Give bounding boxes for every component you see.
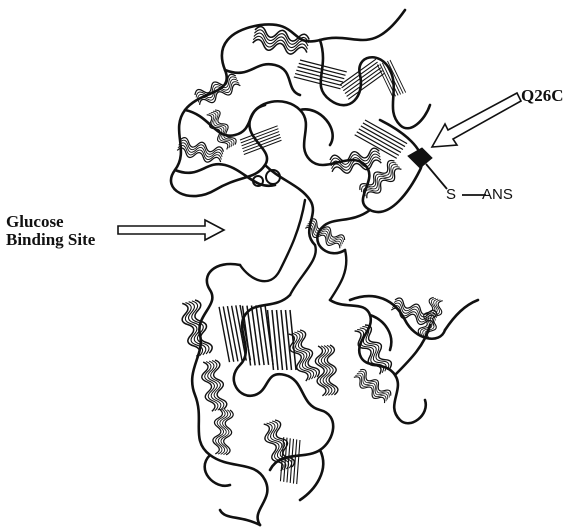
glucose-label-line1: Glucose — [6, 213, 95, 231]
ans-label: ANS — [482, 186, 513, 203]
hinge-linker — [240, 200, 346, 300]
glucose-label-line2: Binding Site — [6, 231, 95, 249]
upper-domain-texture — [176, 26, 407, 251]
s-ans-label: S ANS — [446, 187, 513, 203]
lower-domain-texture — [178, 296, 446, 484]
q26c-arrow — [432, 93, 521, 147]
glucose-binding-site-label: Glucose Binding Site — [6, 213, 95, 249]
q26c-label: Q26C — [521, 87, 564, 105]
glucose-site-arrow — [118, 220, 224, 240]
sulfur-label: S — [446, 186, 456, 203]
